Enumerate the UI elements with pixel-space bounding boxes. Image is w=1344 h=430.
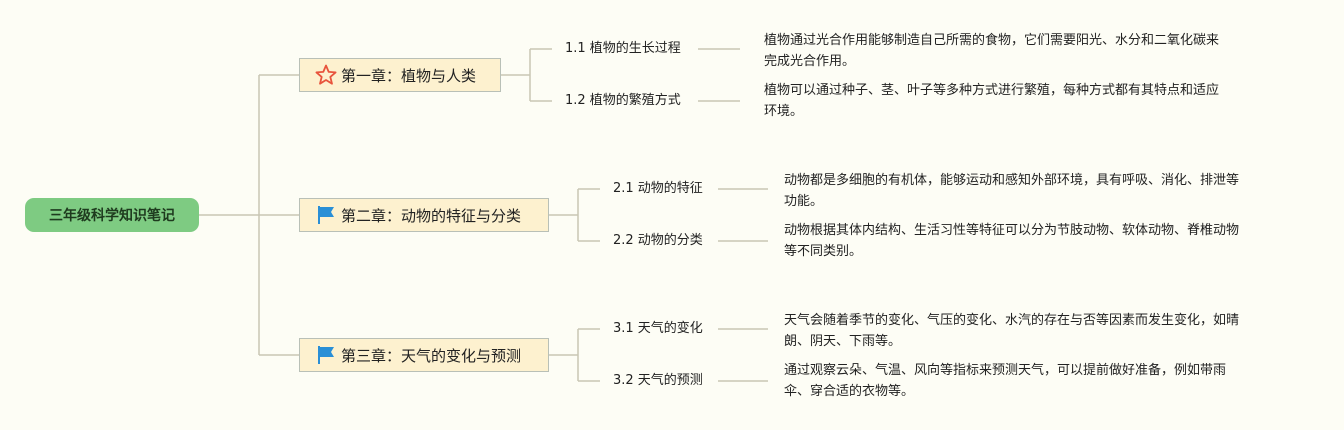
section-description: 天气会随着季节的变化、气压的变化、水汽的存在与否等因素而发生变化，如晴 朗、阴天…	[784, 310, 1284, 352]
section-node[interactable]: 2.2 动物的分类	[613, 233, 703, 248]
section-description: 通过观察云朵、气温、风向等指标来预测天气，可以提前做好准备，例如带雨 伞、穿合适…	[784, 360, 1284, 402]
chapter-node-2[interactable]: 第二章：动物的特征与分类	[299, 198, 549, 232]
section-node[interactable]: 2.1 动物的特征	[613, 181, 703, 196]
star-icon	[314, 63, 338, 87]
section-node[interactable]: 3.1 天气的变化	[613, 321, 703, 336]
root-label: 三年级科学知识笔记	[49, 208, 175, 224]
chapter-label: 第一章：植物与人类	[341, 66, 477, 85]
description-line: 天气会随着季节的变化、气压的变化、水汽的存在与否等因素而发生变化，如晴	[784, 313, 1240, 328]
section-node[interactable]: 3.2 天气的预测	[613, 373, 703, 388]
chapter-label: 第二章：动物的特征与分类	[341, 206, 522, 225]
root-node[interactable]: 三年级科学知识笔记	[25, 198, 199, 232]
description-line: 伞、穿合适的衣物等。	[784, 384, 915, 399]
section-description: 植物可以通过种子、茎、叶子等多种方式进行繁殖，每种方式都有其特点和适应 环境。	[764, 80, 1264, 122]
description-line: 功能。	[784, 194, 824, 209]
description-line: 植物可以通过种子、茎、叶子等多种方式进行繁殖，每种方式都有其特点和适应	[764, 83, 1220, 98]
section-description: 动物根据其体内结构、生活习性等特征可以分为节肢动物、软体动物、脊椎动物 等不同类…	[784, 220, 1284, 262]
description-line: 植物通过光合作用能够制造自己所需的食物，它们需要阳光、水分和二氧化碳来	[764, 33, 1220, 48]
description-line: 动物根据其体内结构、生活习性等特征可以分为节肢动物、软体动物、脊椎动物	[784, 223, 1240, 238]
flag-icon	[314, 343, 338, 367]
flag-icon	[314, 203, 338, 227]
section-description: 动物都是多细胞的有机体，能够运动和感知外部环境，具有呼吸、消化、排泄等 功能。	[784, 170, 1284, 212]
description-line: 完成光合作用。	[764, 54, 856, 69]
chapter-node-1[interactable]: 第一章：植物与人类	[299, 58, 501, 92]
description-line: 通过观察云朵、气温、风向等指标来预测天气，可以提前做好准备，例如带雨	[784, 363, 1227, 378]
chapter-label: 第三章：天气的变化与预测	[341, 346, 522, 365]
description-line: 环境。	[764, 104, 804, 119]
section-description: 植物通过光合作用能够制造自己所需的食物，它们需要阳光、水分和二氧化碳来 完成光合…	[764, 30, 1264, 72]
description-line: 等不同类别。	[784, 244, 863, 259]
description-line: 朗、阴天、下雨等。	[784, 334, 902, 349]
section-node[interactable]: 1.1 植物的生长过程	[565, 41, 681, 56]
section-node[interactable]: 1.2 植物的繁殖方式	[565, 93, 681, 108]
description-line: 动物都是多细胞的有机体，能够运动和感知外部环境，具有呼吸、消化、排泄等	[784, 173, 1240, 188]
chapter-node-3[interactable]: 第三章：天气的变化与预测	[299, 338, 549, 372]
